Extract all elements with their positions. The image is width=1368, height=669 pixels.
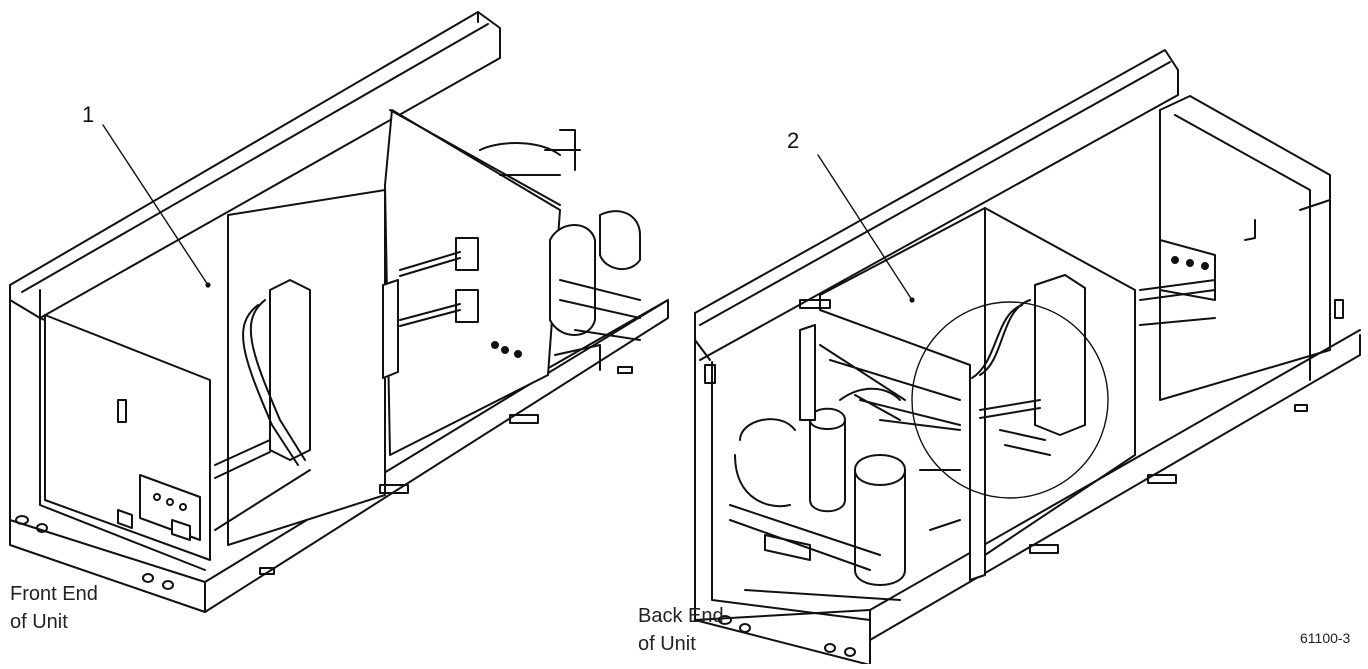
figure-number: 61100-3 xyxy=(1300,630,1351,646)
front-end-caption-line1: Front End xyxy=(10,583,98,605)
front-piping-cluster xyxy=(479,129,641,371)
back-end-caption-line1: Back End xyxy=(638,605,724,627)
front-end-caption-line2: of Unit xyxy=(10,611,68,633)
front-end-caption: Front End of Unit xyxy=(10,580,98,636)
back-unit-drawing xyxy=(694,49,1361,666)
back-end-caption-line2: of Unit xyxy=(638,633,696,655)
back-end-caption: Back End of Unit xyxy=(638,602,724,658)
back-compressors xyxy=(729,324,961,601)
callout-1: 1 xyxy=(82,102,95,127)
front-unit-drawing xyxy=(9,11,669,613)
callout-2: 2 xyxy=(787,128,800,153)
